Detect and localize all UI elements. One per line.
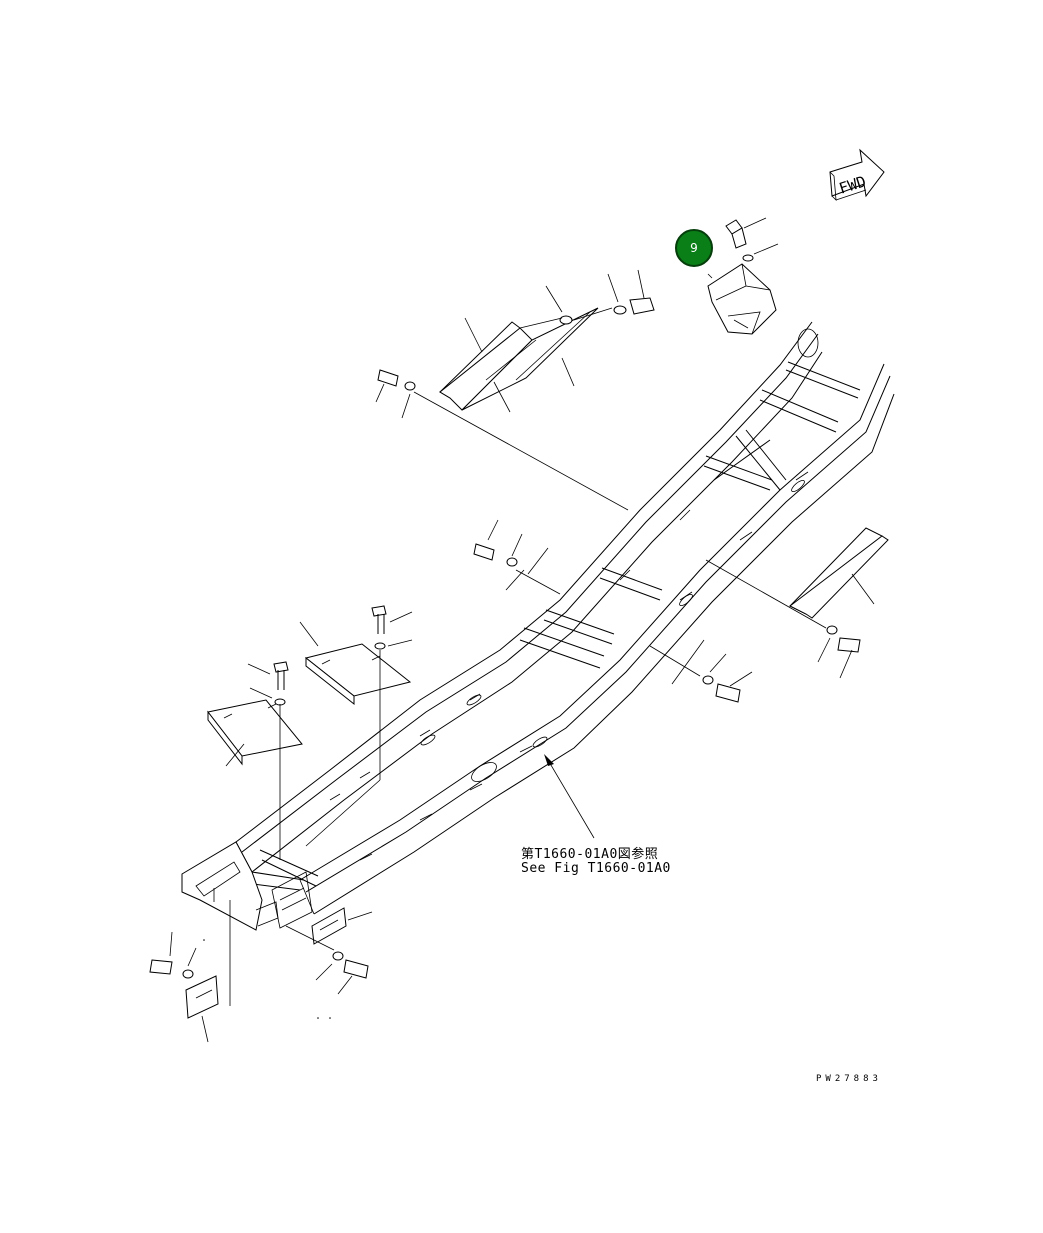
reference-note-jp: 第T1660-01A0図参照 — [521, 847, 659, 862]
front-bracket-part — [707, 263, 777, 335]
upper-cover-plates — [375, 269, 655, 511]
part-callout-9[interactable]: 9 — [675, 229, 713, 267]
frame-cross-members — [221, 361, 861, 891]
middle-fasteners — [473, 519, 561, 595]
right-angle-member — [649, 527, 889, 703]
lower-cover-plates — [207, 605, 413, 1006]
bottom-pads — [149, 907, 373, 1043]
bolt-washer-top — [707, 217, 779, 279]
reference-note-en: See Fig T1660-01A0 — [521, 861, 671, 876]
fwd-direction-arrow: FWD — [829, 148, 885, 202]
main-frame-left-rail — [235, 321, 823, 873]
drawing-number: PW27883 — [816, 1074, 882, 1084]
reference-arrow — [544, 754, 595, 839]
rear-end-assembly — [181, 841, 313, 931]
frame-hole-details — [329, 328, 819, 861]
